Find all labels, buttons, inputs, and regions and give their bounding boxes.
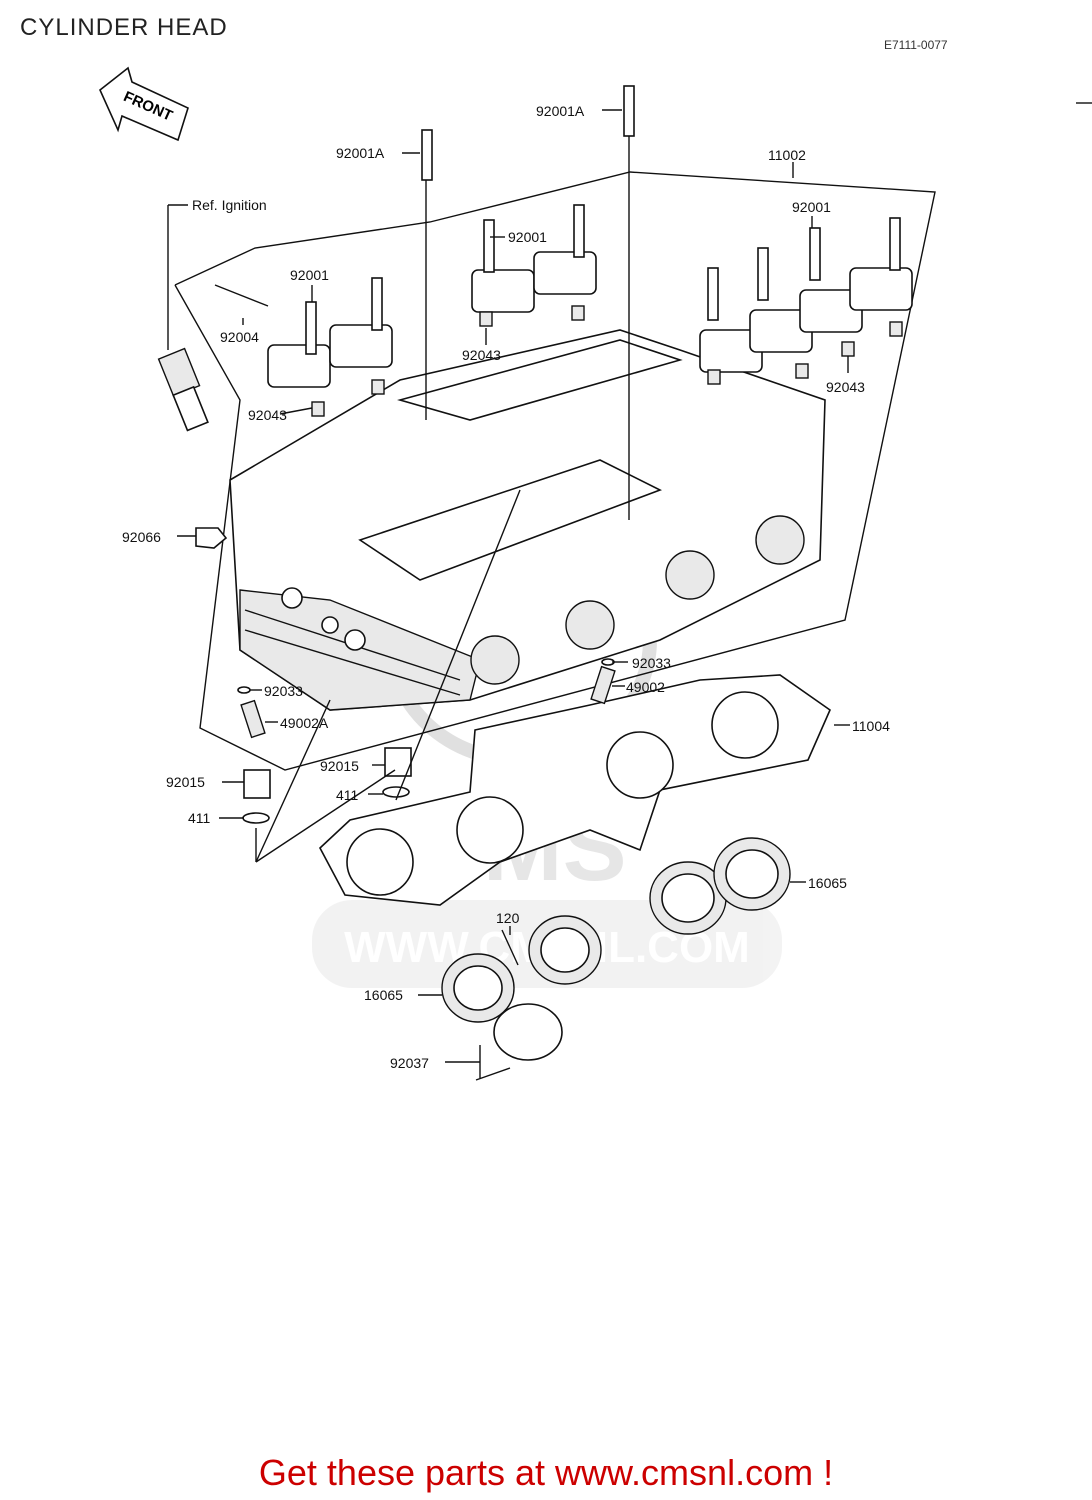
part-label-16065-a: 16065 xyxy=(808,875,847,891)
part-label-16065-b: 16065 xyxy=(364,987,403,1003)
front-arrow-icon: FRONT xyxy=(99,66,189,142)
exploded-parts-diagram: CMS WWW.CMSNL.COM FRONT Ref. Ignition xyxy=(99,66,1092,1081)
part-label-92001-b: 92001 xyxy=(792,199,831,215)
page-title: CYLINDER HEAD xyxy=(20,14,228,41)
assembly-boundary xyxy=(174,171,936,771)
part-label-92001-a: 92001 xyxy=(508,229,547,245)
part-label-411-b: 411 xyxy=(336,787,359,803)
head-gasket xyxy=(319,674,831,906)
stud-92004 xyxy=(214,284,269,307)
part-label-92033-a: 92033 xyxy=(632,655,671,671)
part-label-92004: 92004 xyxy=(220,329,259,345)
part-label-92001-c: 92001 xyxy=(290,267,329,283)
part-label-92015-b: 92015 xyxy=(320,758,359,774)
part-label-411-a: 411 xyxy=(188,810,211,826)
part-label-92015-a: 92015 xyxy=(166,774,205,790)
dowel-pins xyxy=(311,305,903,417)
part-label-92043-c: 92043 xyxy=(248,407,287,423)
part-label-92043-b: 92043 xyxy=(826,379,865,395)
ref-ignition-label: Ref. Ignition xyxy=(192,197,267,213)
footer-link[interactable]: Get these parts at www.cmsnl.com ! xyxy=(258,1452,834,1493)
part-label-49002A: 49002A xyxy=(280,715,329,731)
part-label-11004: 11004 xyxy=(852,718,890,734)
diagram-code: E7111-0077 xyxy=(884,38,948,52)
part-label-92037: 92037 xyxy=(390,1055,429,1071)
cam-cap-bolts xyxy=(305,85,901,355)
part-label-92001A-b: 92001A xyxy=(536,103,585,119)
part-label-49002: 49002 xyxy=(626,679,665,695)
part-label-92033-b: 92033 xyxy=(264,683,303,699)
spark-plug: Ref. Ignition xyxy=(157,197,267,432)
part-labels: 92001A 92001A 11002 92001 92001 92001 92… xyxy=(122,103,890,1071)
part-label-120: 120 xyxy=(496,910,520,926)
cam-cap-group xyxy=(267,251,913,388)
carburetor-holders xyxy=(441,837,791,1081)
part-label-92001A-a: 92001A xyxy=(336,145,385,161)
cylinder-head xyxy=(229,329,826,711)
part-label-92043-a: 92043 xyxy=(462,347,501,363)
part-label-92066: 92066 xyxy=(122,529,161,545)
leader-lines xyxy=(177,109,850,1078)
nuts-washers xyxy=(237,658,616,824)
part-label-11002: 11002 xyxy=(768,147,806,163)
